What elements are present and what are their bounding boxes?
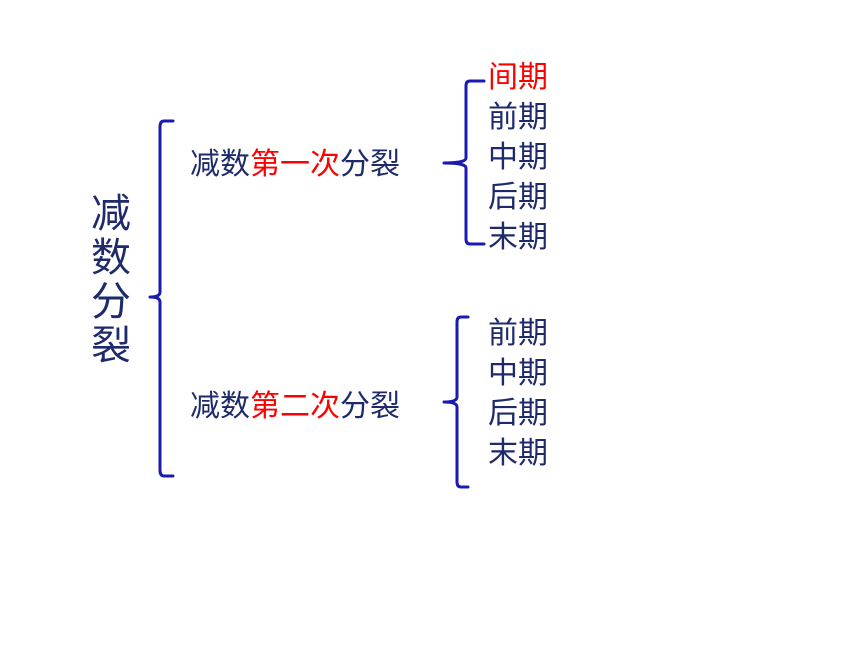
branch-first-division: 减数第一次分裂 xyxy=(190,150,400,180)
stage-item: 后期 xyxy=(488,180,548,215)
root-char: 数 xyxy=(91,235,131,281)
branch-highlight: 第一次 xyxy=(250,147,340,182)
stage-item: 后期 xyxy=(488,396,548,431)
stage-list-second-division: 前期 中期 后期 末期 xyxy=(488,314,548,474)
stage-item: 中期 xyxy=(488,140,548,175)
branch-prefix: 减数 xyxy=(190,147,250,182)
branch-prefix: 减数 xyxy=(190,389,250,424)
root-char: 裂 xyxy=(91,323,131,369)
stage-list-first-division: 间期 前期 中期 后期 末期 xyxy=(488,58,548,258)
root-char: 减 xyxy=(91,191,131,237)
branch-suffix: 分裂 xyxy=(340,389,400,424)
stage-item: 末期 xyxy=(488,220,548,255)
branch-highlight: 第二次 xyxy=(250,389,340,424)
root-char: 分 xyxy=(91,279,131,325)
division-2-brace xyxy=(442,315,470,489)
stage-item: 中期 xyxy=(488,356,548,391)
stage-item: 间期 xyxy=(488,60,548,95)
division-1-brace xyxy=(442,79,486,246)
branch-second-division: 减数第二次分裂 xyxy=(190,392,400,422)
root-title-meiosis: 减 数 分 裂 xyxy=(88,192,134,368)
stage-item: 末期 xyxy=(488,436,548,471)
stage-item: 前期 xyxy=(488,100,548,135)
main-brace xyxy=(148,119,175,478)
stage-item: 前期 xyxy=(488,316,548,351)
branch-suffix: 分裂 xyxy=(340,147,400,182)
